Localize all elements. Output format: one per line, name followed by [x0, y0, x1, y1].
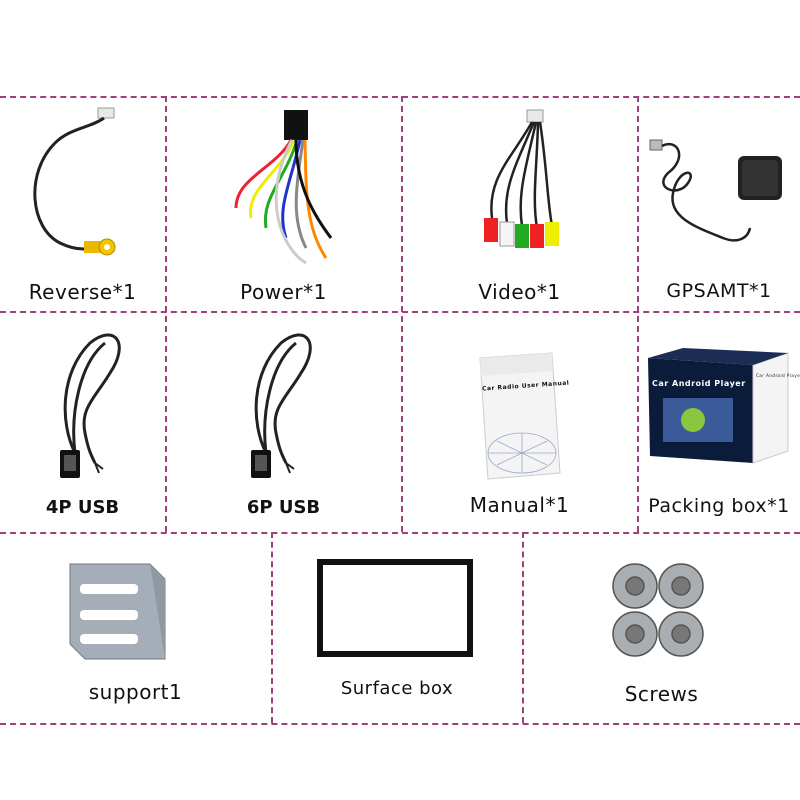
usb-4p-cable-icon — [60, 333, 121, 478]
item-label: Reverse*1 — [28, 280, 137, 304]
power-harness-icon — [234, 110, 333, 265]
usb-6p-cable-icon — [251, 333, 312, 478]
item-label: Screws — [624, 682, 699, 706]
item-label: support1 — [88, 680, 183, 704]
item-video: Video*1 — [402, 98, 637, 311]
item-surface-box: Surface box — [272, 534, 522, 723]
divider-bottom — [0, 723, 800, 725]
item-packing-box: Car Android Player Car Android Player Pa… — [638, 313, 800, 532]
item-label: Power*1 — [240, 280, 327, 304]
item-reverse: Reverse*1 — [0, 98, 165, 311]
item-screws: Screws — [523, 534, 800, 723]
item-label: 4P USB — [45, 497, 120, 518]
divider-v2 — [401, 96, 403, 532]
manual-booklet-icon — [479, 352, 561, 480]
divider-v1 — [165, 96, 167, 532]
item-label: Manual*1 — [469, 493, 570, 517]
box-side-text: Car Android Player — [756, 373, 800, 378]
divider-v3 — [637, 96, 639, 532]
screws-icon — [612, 563, 704, 657]
item-support: support1 — [0, 534, 271, 723]
reverse-camera-cable-icon — [33, 107, 116, 256]
item-label: 6P USB — [246, 497, 321, 518]
item-label: Packing box*1 — [648, 495, 790, 517]
box-title: Car Android Player — [652, 379, 746, 388]
divider-v4 — [271, 532, 273, 723]
item-4p-usb: 4P USB — [0, 313, 165, 532]
item-gps: GPSAMT*1 — [638, 98, 800, 311]
divider-v5 — [522, 532, 524, 723]
item-label: Video*1 — [478, 280, 561, 304]
gps-antenna-icon — [649, 139, 782, 242]
item-manual: Car Radio User Manual Manual*1 — [402, 313, 637, 532]
item-label: Surface box — [340, 678, 454, 699]
item-power: Power*1 — [166, 98, 401, 311]
divider-row1 — [0, 311, 800, 313]
surface-frame-icon — [317, 559, 473, 657]
video-rca-cable-icon — [484, 109, 559, 248]
divider-top — [0, 96, 800, 98]
item-6p-usb: 6P USB — [166, 313, 401, 532]
support-bracket-icon — [69, 563, 166, 660]
item-label: GPSAMT*1 — [666, 280, 772, 302]
divider-row2 — [0, 532, 800, 534]
packing-box-icon — [648, 348, 789, 464]
